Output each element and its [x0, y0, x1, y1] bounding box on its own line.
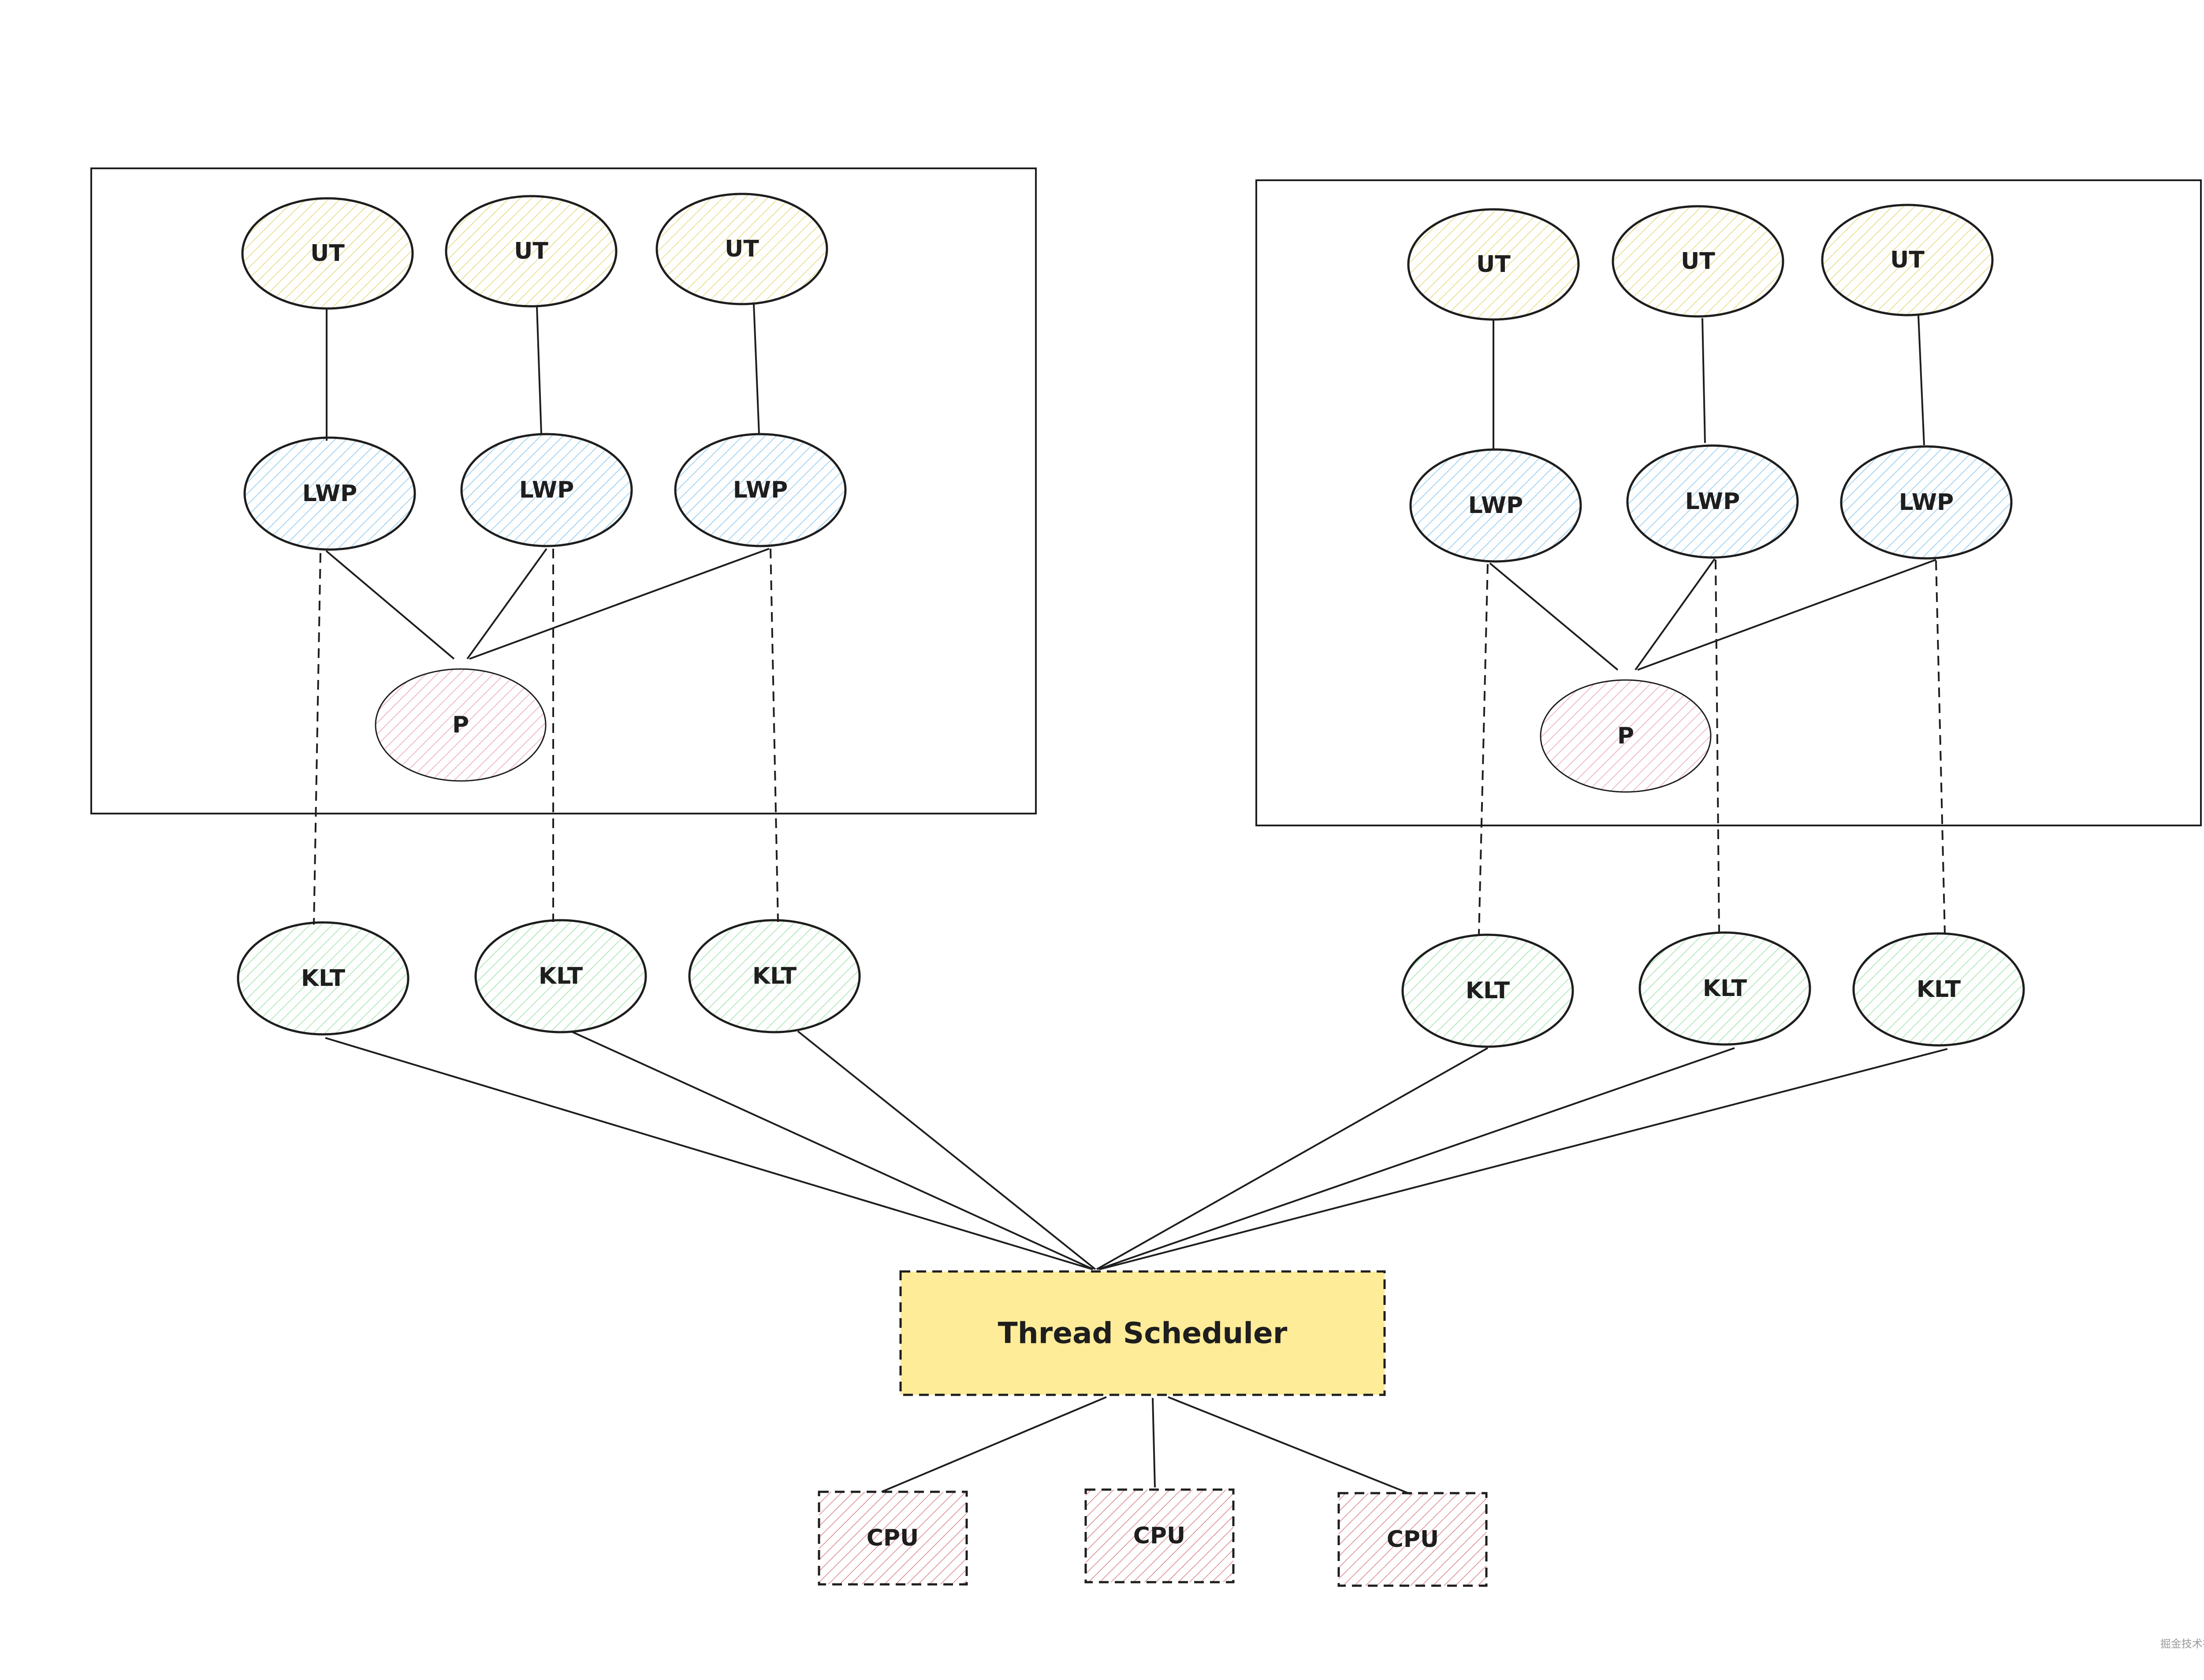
lwp-p-link [466, 548, 547, 660]
ut-lwp-link [753, 304, 760, 435]
lwp-node: LWP [674, 433, 847, 547]
lwp-p-link [1637, 559, 1936, 671]
lwp-node: LWP [460, 433, 633, 547]
klt-label: KLT [1466, 978, 1510, 1004]
watermark-text: 掘金技术社区 @ 白衣鸽子 [2160, 1638, 2204, 1650]
lwp-p-link [1489, 562, 1619, 671]
thread-scheduler: Thread Scheduler [899, 1270, 1386, 1396]
ut-label: UT [1476, 251, 1511, 278]
klt-node: KLT [237, 921, 410, 1036]
ut-node: UT [655, 193, 828, 305]
ut-label: UT [514, 238, 548, 264]
scheduler-cpu-link [881, 1396, 1107, 1493]
process-1: UT UT UT LWP LWP LWP P [90, 167, 1037, 1036]
p-node: P [1540, 679, 1712, 793]
lwp-klt-dashed-link [1715, 559, 1720, 933]
klt-node: KLT [1401, 933, 1574, 1048]
klt-scheduler-links [325, 1030, 1948, 1270]
lwp-label: LWP [1468, 492, 1523, 519]
ut-lwp-link [1917, 315, 1925, 446]
klt-node: KLT [688, 919, 861, 1033]
lwp-klt-dashed-link [1935, 560, 1946, 934]
klt-scheduler-link [1096, 1047, 1488, 1270]
scheduler-cpu-link [1152, 1398, 1156, 1488]
process-1-boundary [90, 167, 1037, 814]
lwp-label: LWP [733, 477, 788, 503]
klt-label: KLT [1917, 976, 1961, 1003]
ut-label: UT [1681, 248, 1715, 275]
ut-label: UT [1890, 247, 1925, 273]
ut-lwp-link [1701, 318, 1706, 443]
ut-node: UT [241, 197, 414, 310]
lwp-label: LWP [519, 477, 574, 503]
ut-label: UT [310, 240, 345, 267]
klt-label: KLT [752, 963, 797, 989]
ut-node: UT [1821, 204, 1994, 316]
lwp-klt-dashed-link [770, 548, 779, 922]
cpu-label: CPU [1387, 1526, 1439, 1553]
cpu-box: CPU [1084, 1488, 1235, 1583]
ut-lwp-link [536, 306, 542, 435]
klt-scheduler-link [1098, 1047, 1735, 1270]
klt-node: KLT [1852, 932, 2025, 1047]
cpu-box: CPU [818, 1490, 968, 1586]
p-node: P [375, 668, 547, 782]
klt-label: KLT [1703, 975, 1747, 1002]
p-label: P [1617, 723, 1634, 749]
lwp-klt-dashed-link [313, 553, 321, 925]
lwp-p-link [1634, 558, 1716, 671]
klt-scheduler-link [325, 1037, 1093, 1270]
lwp-node: LWP [1409, 448, 1582, 563]
lwp-node: LWP [1626, 444, 1799, 559]
p-label: P [452, 712, 469, 738]
cpu-label: CPU [867, 1525, 919, 1551]
klt-scheduler-link [1099, 1048, 1948, 1270]
klt-scheduler-link [570, 1030, 1094, 1270]
lwp-node: LWP [243, 436, 416, 551]
lwp-node: LWP [1840, 445, 2013, 560]
cpu-box: CPU [1337, 1492, 1488, 1587]
lwp-label: LWP [302, 480, 357, 507]
scheduler-cpu-links [881, 1396, 1411, 1495]
thread-scheduler-label: Thread Scheduler [998, 1316, 1288, 1350]
klt-node: KLT [1638, 931, 1811, 1046]
ut-label: UT [725, 236, 759, 262]
klt-scheduler-link [797, 1030, 1096, 1270]
klt-label: KLT [539, 963, 583, 989]
cpu-label: CPU [1133, 1523, 1186, 1549]
ut-node: UT [445, 195, 618, 308]
scheduler-cpu-link [1168, 1396, 1411, 1495]
ut-node: UT [1612, 205, 1784, 318]
klt-node: KLT [474, 919, 647, 1033]
process-2-boundary [1255, 179, 2202, 826]
lwp-label: LWP [1899, 489, 1954, 516]
lwp-klt-dashed-link [1478, 564, 1489, 935]
process-2: UT UT UT LWP LWP LWP P [1255, 179, 2202, 1048]
klt-label: KLT [301, 965, 346, 992]
lwp-label: LWP [1685, 488, 1740, 515]
lwp-p-link [325, 550, 455, 660]
lwp-p-link [469, 548, 770, 660]
ut-node: UT [1407, 208, 1580, 321]
